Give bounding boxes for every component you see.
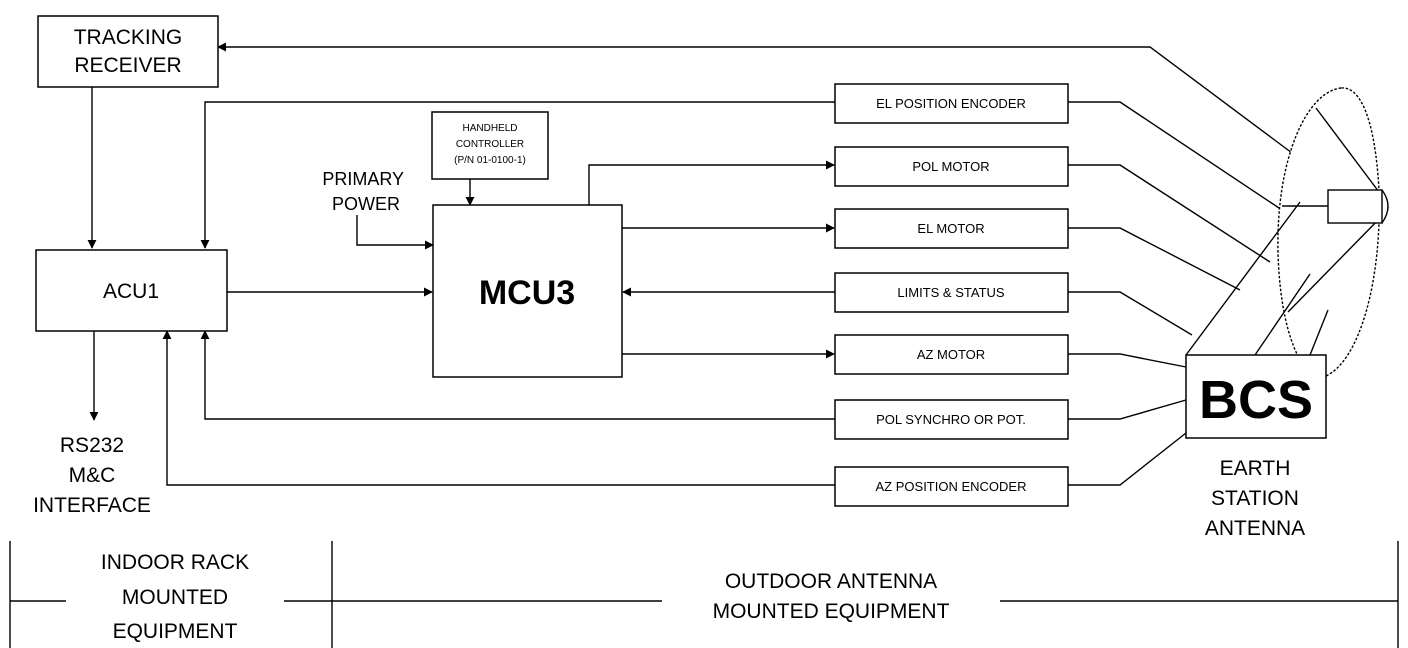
signal-label: EL MOTOR bbox=[917, 221, 984, 236]
section-footer: INDOOR RACK MOUNTED EQUIPMENT OUTDOOR AN… bbox=[9, 541, 1399, 648]
handheld-controller-block: HANDHELD CONTROLLER (P/N 01-0100-1) bbox=[431, 111, 549, 180]
signal-box-pol-motor: POL MOTOR bbox=[834, 146, 1069, 187]
wire-az-encoder-to-acu bbox=[162, 330, 835, 486]
wire-pol-synchro-to-acu bbox=[200, 330, 835, 420]
outdoor-section-line-2: MOUNTED EQUIPMENT bbox=[713, 600, 950, 623]
rs232-line-3: INTERFACE bbox=[33, 494, 151, 517]
wire-limits-antenna bbox=[1068, 291, 1193, 336]
earth-station-line-3: ANTENNA bbox=[1205, 517, 1305, 540]
signal-label: AZ POSITION ENCODER bbox=[876, 479, 1027, 494]
wire-el-motor-antenna bbox=[1068, 227, 1241, 291]
antenna-icon bbox=[1185, 87, 1389, 378]
wire-el-encoder-to-acu bbox=[200, 101, 835, 249]
acu-label: ACU1 bbox=[103, 280, 159, 303]
wire-az-encoder-antenna bbox=[1068, 432, 1187, 486]
signal-label: POL MOTOR bbox=[912, 159, 989, 174]
signal-label: LIMITS & STATUS bbox=[897, 285, 1004, 300]
signal-box-az-position-encoder: AZ POSITION ENCODER bbox=[834, 466, 1069, 507]
wire-power-to-mcu bbox=[356, 215, 434, 250]
earth-station-line-1: EARTH bbox=[1220, 457, 1291, 480]
indoor-section-line-1: INDOOR RACK bbox=[101, 551, 249, 574]
wire-pol-motor-antenna bbox=[1068, 164, 1271, 263]
wire-pol-synchro-antenna bbox=[1068, 399, 1187, 420]
indoor-section-line-3: EQUIPMENT bbox=[113, 620, 238, 643]
tracking-receiver-label-2: RECEIVER bbox=[74, 54, 181, 77]
primary-power-label: PRIMARY POWER bbox=[322, 169, 404, 214]
signal-label: AZ MOTOR bbox=[917, 347, 985, 362]
bcs-label: BCS bbox=[1199, 370, 1313, 430]
signal-label: EL POSITION ENCODER bbox=[876, 96, 1026, 111]
rs232-line-2: M&C bbox=[69, 464, 116, 487]
tracking-receiver-block: TRACKING RECEIVER bbox=[37, 15, 219, 88]
signal-box-el-position-encoder: EL POSITION ENCODER bbox=[834, 83, 1069, 124]
mcu-block: MCU3 bbox=[432, 204, 623, 378]
wire-mcu-to-pol-motor bbox=[588, 160, 835, 205]
primary-power-line-1: PRIMARY bbox=[322, 169, 404, 189]
outdoor-section-line-1: OUTDOOR ANTENNA bbox=[725, 570, 937, 593]
tracking-receiver-label-1: TRACKING bbox=[74, 26, 183, 49]
signal-box-pol-synchro: POL SYNCHRO OR POT. bbox=[834, 399, 1069, 440]
signal-label: POL SYNCHRO OR POT. bbox=[876, 412, 1026, 427]
wire-tracking-feed bbox=[217, 42, 1356, 201]
handheld-label-1: HANDHELD bbox=[462, 123, 517, 134]
handheld-label-3: (P/N 01-0100-1) bbox=[454, 155, 526, 166]
handheld-label-2: CONTROLLER bbox=[456, 139, 524, 150]
wire-az-motor-antenna bbox=[1068, 353, 1187, 368]
acu-block: ACU1 bbox=[35, 249, 228, 332]
earth-station-line-2: STATION bbox=[1211, 487, 1299, 510]
mcu-label: MCU3 bbox=[479, 274, 575, 312]
rs232-line-1: RS232 bbox=[60, 434, 124, 457]
signal-box-el-motor: EL MOTOR bbox=[834, 208, 1069, 249]
primary-power-line-2: POWER bbox=[332, 194, 400, 214]
earth-station-label: EARTH STATION ANTENNA bbox=[1205, 457, 1305, 540]
wire-el-encoder-antenna bbox=[1068, 101, 1283, 211]
signal-box-limits-status: LIMITS & STATUS bbox=[834, 272, 1069, 313]
rs232-label: RS232 M&C INTERFACE bbox=[33, 434, 151, 517]
bcs-block: BCS bbox=[1185, 354, 1327, 439]
indoor-section-line-2: MOUNTED bbox=[122, 586, 228, 609]
signal-box-az-motor: AZ MOTOR bbox=[834, 334, 1069, 375]
